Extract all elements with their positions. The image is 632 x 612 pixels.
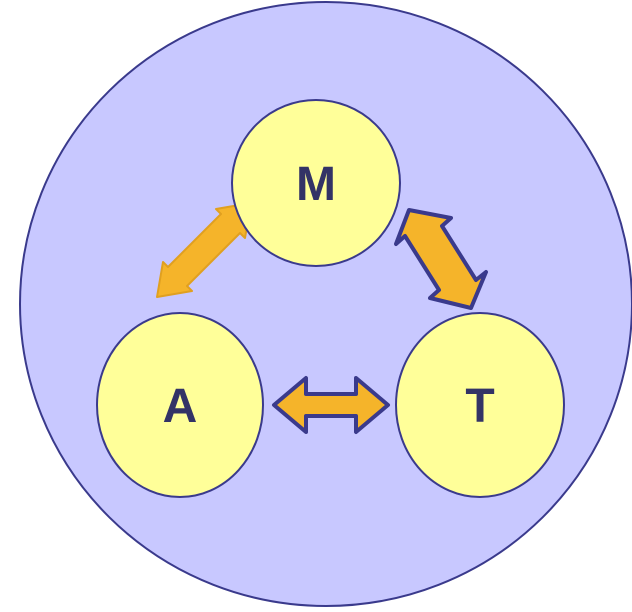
node-a-label: A bbox=[163, 380, 198, 433]
arrow-a-t bbox=[272, 376, 390, 434]
arrow-m-t bbox=[394, 208, 488, 310]
outer-circle bbox=[19, 1, 632, 607]
node-t-label: T bbox=[465, 380, 494, 433]
node-a: A bbox=[96, 312, 264, 498]
node-m: M bbox=[231, 99, 401, 267]
node-m-circle bbox=[231, 99, 401, 267]
node-t-circle bbox=[395, 312, 565, 498]
node-t: T bbox=[395, 312, 565, 498]
node-m-label: M bbox=[296, 158, 336, 211]
node-a-circle bbox=[96, 312, 264, 498]
